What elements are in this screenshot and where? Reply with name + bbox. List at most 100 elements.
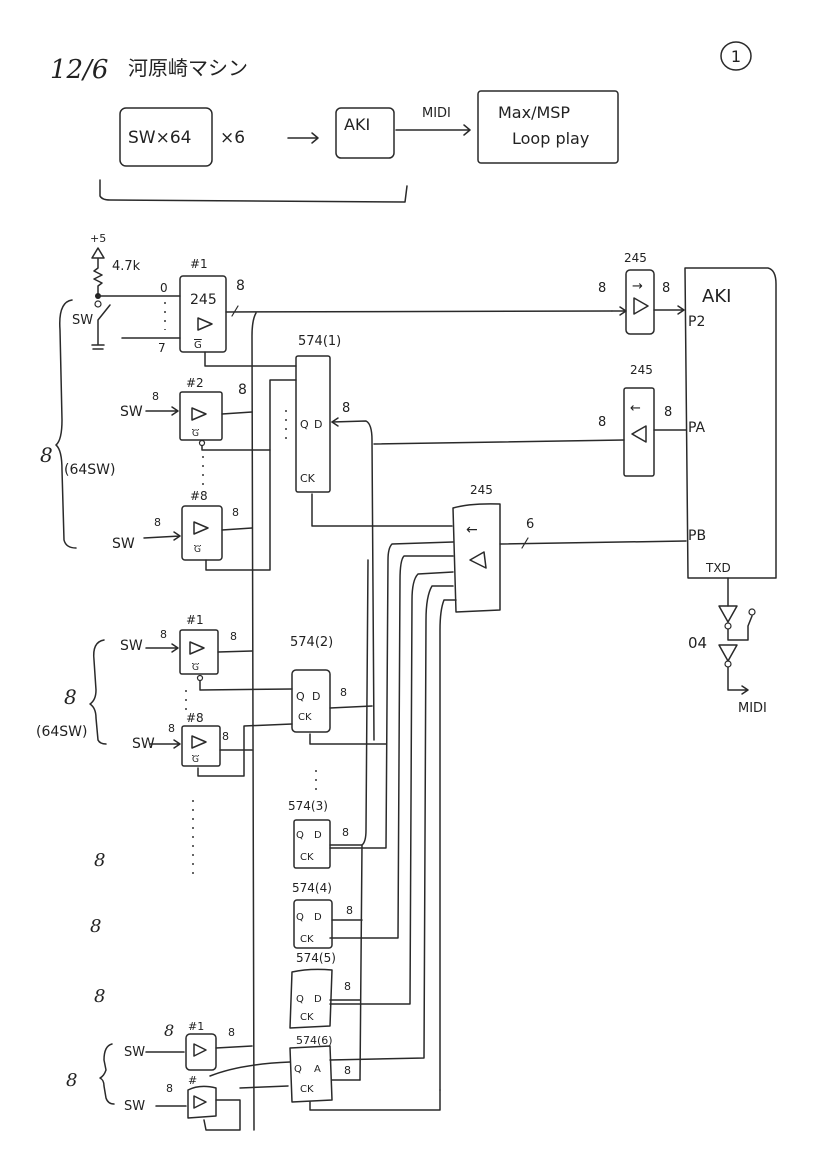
bus-wire <box>221 411 253 415</box>
latch-d: D <box>314 912 322 923</box>
latch-d: A <box>314 1064 321 1075</box>
input-arrow-icon <box>149 739 181 749</box>
buffer-id: #1 <box>190 257 208 271</box>
resistor-icon <box>91 247 105 296</box>
latch-ck: CK <box>300 1084 314 1095</box>
shared-read-bus <box>251 312 257 1131</box>
gate-bubble <box>198 439 206 447</box>
midi-link-label: MIDI <box>422 106 451 121</box>
buffer-body <box>181 505 223 561</box>
buffer-body <box>179 391 223 441</box>
gate-wire <box>197 723 293 777</box>
bit-last-label: 7 <box>158 341 166 355</box>
latch-body <box>295 355 331 493</box>
input-arrow-icon <box>143 531 181 541</box>
buffer-triangle-icon <box>193 1043 207 1057</box>
mcu-block-label: AKI <box>344 115 370 134</box>
in-bus: 8 <box>166 1082 173 1095</box>
bus-to-pa <box>373 439 625 445</box>
latch-ck: CK <box>300 934 314 945</box>
latch-label: 574(6) <box>296 1034 333 1047</box>
gate-wire <box>203 1099 241 1131</box>
latch-q: Q <box>300 418 309 431</box>
switch-input: SW <box>112 536 135 552</box>
buffer-triangle-icon <box>633 297 649 315</box>
ck-wire-3 <box>329 555 454 939</box>
inverter-wire <box>727 615 753 641</box>
latch-label: 574(4) <box>292 881 332 895</box>
gate-label: G <box>192 663 199 673</box>
latch-bus: 8 <box>346 904 353 917</box>
bus-slash <box>521 537 529 549</box>
input-arrow-icon <box>145 406 179 416</box>
buffer-body <box>179 275 227 353</box>
group1-count: 8 <box>40 443 53 467</box>
host-label-1: Max/MSP <box>498 103 570 122</box>
ck-wire <box>309 733 387 745</box>
terminal-icon <box>748 608 756 616</box>
buffer-body <box>187 1085 217 1119</box>
switch-block-label: SW×64 <box>128 128 191 148</box>
buffer-triangle-icon <box>469 551 487 569</box>
latch-d: D <box>312 690 320 703</box>
group6-buffer-1: #1 8 SW 8 <box>124 1020 253 1071</box>
brace-icon <box>89 639 107 745</box>
host-label-2: Loop play <box>512 129 589 148</box>
ck-wire-5 <box>329 585 454 1061</box>
block-diagram: SW×64 ×6 AKI MIDI Max/MSP Loop play <box>99 90 619 203</box>
port-pa: PA <box>688 420 706 436</box>
group2-brace: 8 (64SW) <box>36 639 107 745</box>
latch-label: 574(5) <box>296 951 336 965</box>
bus-width: 8 <box>238 382 247 398</box>
bus-out: 8 <box>664 405 672 420</box>
group2-note: (64SW) <box>36 724 87 740</box>
date: 12/6 <box>50 55 108 85</box>
buffer-body <box>185 1033 217 1071</box>
supply-label: +5 <box>90 232 106 245</box>
gate-bubble <box>196 674 204 682</box>
buffer-triangle-icon <box>189 641 205 655</box>
latch-body <box>293 899 333 949</box>
in-bus: 8 <box>154 516 161 529</box>
bus-width: 8 <box>230 630 237 643</box>
output-arrow <box>653 305 685 315</box>
latch-bus: 8 <box>342 826 349 839</box>
latch-6: 574(6) Q A CK 8 <box>289 1034 361 1103</box>
page-number-circle: 1 <box>720 41 752 71</box>
ck-wire-6 <box>439 599 457 1091</box>
mcu-title: AKI <box>702 286 731 307</box>
latch-body <box>293 819 331 869</box>
group3-count: 8 <box>94 850 105 871</box>
group6-buffer-8: # 8 SW <box>124 1074 241 1131</box>
switch-input: SW <box>120 638 143 654</box>
latch-4: 574(4) Q D CK 8 <box>292 881 363 949</box>
port-p2: P2 <box>688 314 705 330</box>
direction-arrow: → <box>632 279 643 294</box>
buffer-2: #2 G SW 8 8 <box>120 376 253 447</box>
buffer-part: 245 <box>190 292 217 308</box>
buffer-1: #1 245 G 8 <box>179 257 245 353</box>
buffer-id: #8 <box>186 711 204 725</box>
latch-label: 574(2) <box>290 635 333 650</box>
bus-in: 8 <box>598 415 606 430</box>
gate-label: G <box>192 755 199 765</box>
bus-in: 8 <box>598 281 606 296</box>
group2-count: 8 <box>64 685 77 709</box>
latch-label: 574(3) <box>288 799 328 813</box>
group6-brace: 8 <box>66 1043 115 1105</box>
latch-d: D <box>314 994 322 1005</box>
gate-wire-curve <box>209 1061 291 1077</box>
transceiver-body <box>452 503 501 613</box>
switch-input: SW <box>132 736 155 752</box>
arrow-head <box>611 306 627 316</box>
gate-label: G <box>194 340 202 351</box>
ck-wire-4 <box>329 571 454 1005</box>
latch-data-bus-lower <box>359 844 363 1081</box>
brace-icon <box>55 299 77 549</box>
arrow-head <box>331 417 339 427</box>
buffer-id: # <box>188 1074 197 1087</box>
switch-input: SW <box>120 404 143 420</box>
bus-wire <box>215 1045 253 1049</box>
pullup-circuit: +5 4.7k SW 0 7 <box>72 232 181 355</box>
midi-out-label: MIDI <box>738 701 767 716</box>
